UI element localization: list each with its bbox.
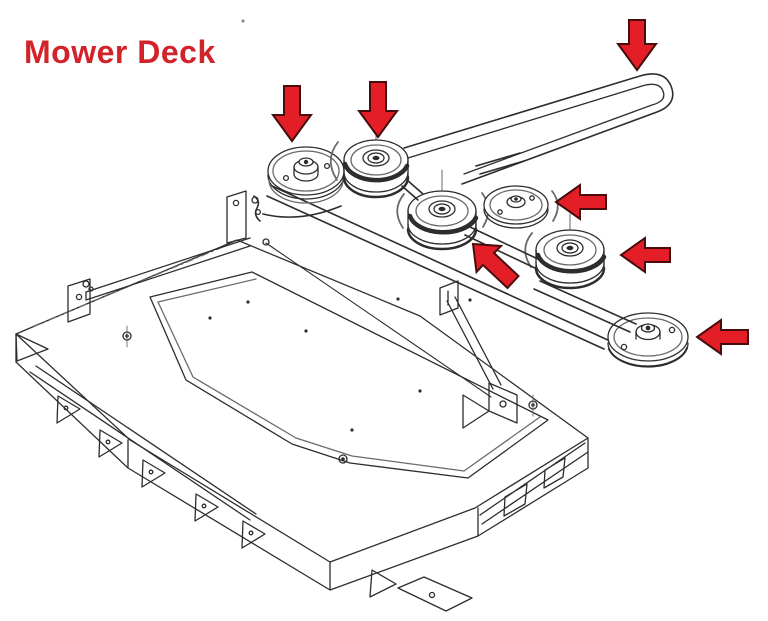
deck-top-bracket	[226, 190, 247, 244]
deck-right-skirt	[479, 442, 589, 525]
arrow-upleft-center-idler-pulley	[471, 242, 520, 290]
left-idler-pulley	[329, 123, 410, 199]
left-spindle-pulley	[267, 146, 345, 204]
bracket-chain	[253, 195, 261, 222]
mower-deck-drawing	[15, 19, 589, 612]
arrow-left-center-flat-idler	[554, 183, 607, 221]
arrow-left-right-spindle-pulley	[695, 318, 749, 356]
arrow-down-left-spindle-pulley	[271, 85, 313, 143]
belt-front	[401, 73, 674, 333]
deck-rivets	[208, 297, 472, 432]
center-idler-pulley	[396, 169, 490, 251]
belt-loop-inner	[407, 83, 665, 175]
deck-left-corner	[15, 333, 49, 362]
pulleys	[267, 123, 689, 368]
belt-loop-outer	[403, 73, 674, 185]
arrow-down-belt-loop	[616, 19, 658, 72]
speck	[241, 19, 245, 23]
center-flat-idler	[483, 185, 559, 229]
deck-tension-rod	[265, 242, 492, 398]
belt-run-idler-to-spindle	[539, 280, 637, 325]
deck-left-bracket	[67, 278, 91, 323]
deck-lift-bar	[85, 237, 251, 301]
deck-gussets-front	[56, 395, 266, 549]
deck-bolts	[122, 325, 538, 464]
right-idler-pulley	[524, 213, 607, 290]
deck-inner-offset	[157, 278, 541, 472]
deck-outer-outline	[15, 239, 589, 563]
belt-fragment	[401, 179, 424, 201]
deck-bottom-bracket	[369, 569, 473, 612]
page-title: Mower Deck	[24, 34, 216, 70]
deck-walls	[15, 333, 589, 591]
callout-arrows	[271, 19, 749, 356]
deck-idler-arm	[439, 280, 518, 429]
right-spindle-pulley	[607, 312, 689, 368]
deck-front-rail	[29, 365, 257, 521]
belt-run-center	[469, 226, 541, 261]
deck-inner-opening	[149, 271, 549, 479]
arrow-left-right-idler-pulley	[619, 236, 671, 274]
arrow-down-left-idler-pulley	[357, 81, 399, 139]
belt-long-runs	[262, 185, 611, 350]
